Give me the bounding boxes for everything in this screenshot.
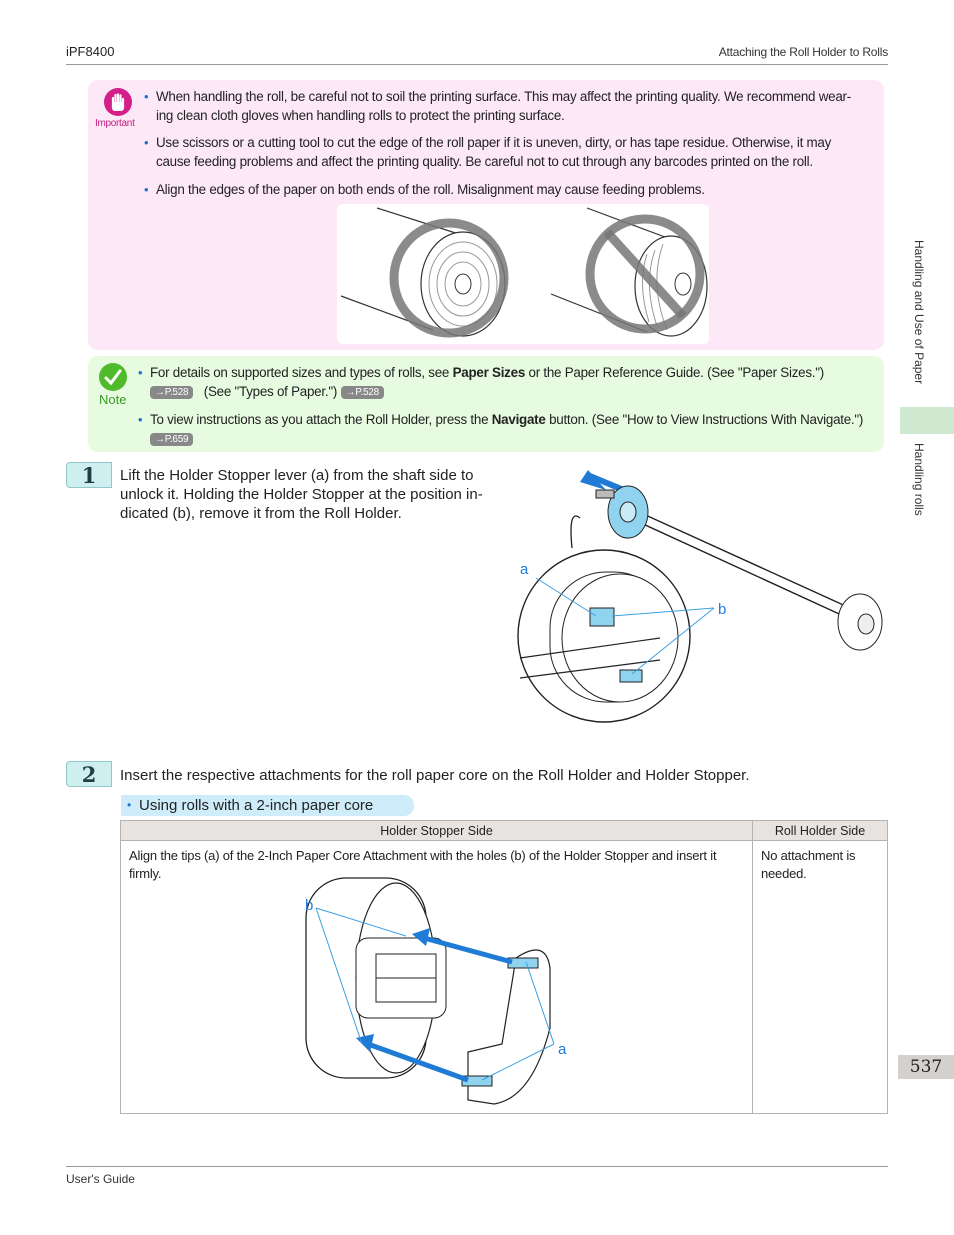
label-a: a — [558, 1041, 567, 1058]
page-ref-link[interactable]: →P.659 — [150, 432, 194, 446]
note-box — [88, 356, 884, 452]
label-b: b — [305, 897, 313, 914]
step-number-1: 1 — [66, 462, 112, 488]
page-number: 537 — [898, 1055, 954, 1079]
header-section: Attaching the Roll Holder to Rolls — [718, 45, 888, 59]
step1-text: Lift the Holder Stopper lever (a) from t… — [120, 467, 483, 522]
page-ref-link[interactable]: →P.528 — [340, 385, 384, 399]
header-model: iPF8400 — [66, 44, 115, 59]
arrow-left-icon — [412, 928, 430, 946]
footer-rule — [66, 1166, 888, 1167]
important-item-2: • Use scissors or a cutting tool to cut … — [144, 135, 832, 169]
col-header-roll-holder: Roll Holder Side — [752, 820, 888, 841]
holder-stopper-removal-illustration: a b — [517, 470, 883, 723]
core-attachment-illustration: b a — [305, 877, 567, 1105]
misaligned-roll-illustration — [550, 207, 708, 337]
pencil-check-icon — [99, 363, 127, 391]
side-tab-handling-rolls[interactable]: Handling rolls — [912, 443, 926, 516]
page-ref-link[interactable]: →P.528 — [150, 385, 194, 399]
label-a: a — [520, 561, 529, 578]
roll-alignment-illustration — [337, 204, 709, 344]
side-tab-active-marker — [900, 407, 954, 434]
footer-text: User's Guide — [66, 1172, 135, 1186]
note-item-1: • For details on supported sizes and typ… — [138, 365, 824, 399]
link-paper-sizes: Paper Sizes — [452, 365, 526, 380]
side-tab-handling-use[interactable]: Handling and Use of Paper — [912, 240, 926, 385]
subsection-2-inch-core: • Using rolls with a 2-inch paper core — [121, 795, 414, 816]
note-item-2: • To view instructions as you attach the… — [138, 412, 864, 446]
step2-text: Insert the respective attachments for th… — [120, 767, 750, 784]
cell-roll-holder: No attachment is needed. — [752, 840, 888, 1114]
arrow-left-icon — [580, 470, 606, 490]
step-number-2: 2 — [66, 761, 112, 787]
note-label: Note — [99, 392, 127, 407]
hand-stop-icon — [104, 88, 132, 116]
important-item-3: • Align the edges of the paper on both e… — [144, 182, 705, 197]
important-label: Important — [95, 118, 135, 129]
important-item-1: • When handling the roll, be careful not… — [144, 89, 851, 123]
col-header-holder-stopper: Holder Stopper Side — [120, 820, 753, 841]
header-rule — [66, 64, 888, 65]
label-b: b — [718, 601, 726, 618]
aligned-roll-illustration — [340, 207, 509, 338]
